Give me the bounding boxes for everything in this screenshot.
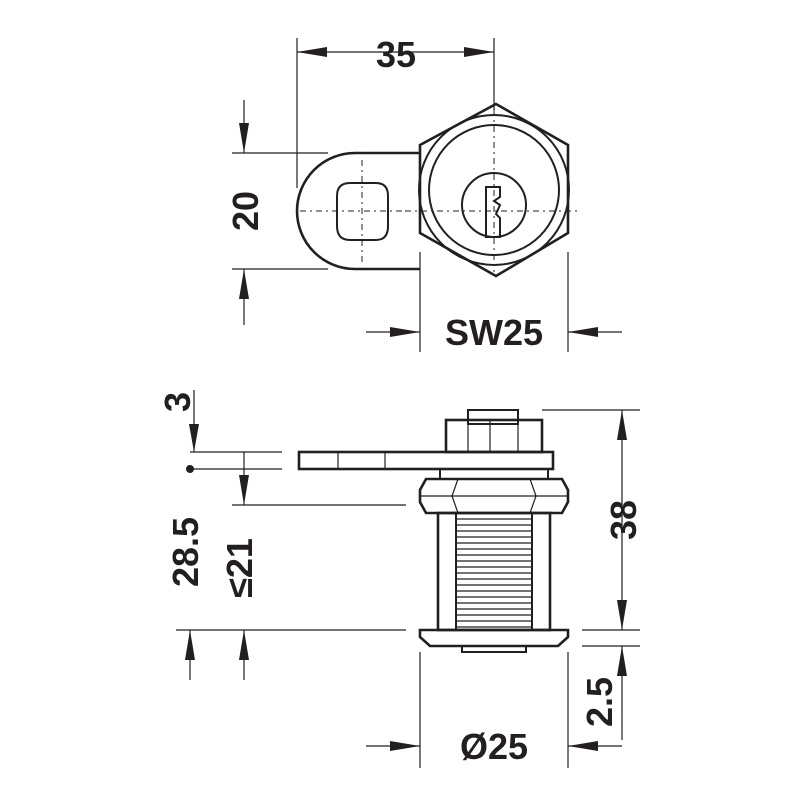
dimension-28-5: 28.5 xyxy=(165,517,406,680)
hex-nut-outline xyxy=(418,102,570,278)
dimension-3: 3 xyxy=(157,390,282,473)
bottom-collar xyxy=(418,628,570,648)
top-view xyxy=(295,102,578,278)
dimension-2-5: 2.5 xyxy=(579,645,640,740)
cam-slot xyxy=(336,182,389,241)
thread-lines xyxy=(456,518,532,628)
dimension-dia25: Ø25 xyxy=(366,652,622,768)
dimension-sw25: SW25 xyxy=(366,252,622,353)
dim-label-le21: ≤21 xyxy=(219,538,260,598)
mounting-nut xyxy=(418,477,570,515)
dim-label-3: 3 xyxy=(157,392,198,412)
dim-label-2-5: 2.5 xyxy=(579,677,620,727)
bottom-cap xyxy=(461,645,527,653)
dimension-20: 20 xyxy=(225,100,328,325)
top-knob xyxy=(467,409,519,425)
dimension-35: 35 xyxy=(296,34,495,188)
dim-label-sw25: SW25 xyxy=(445,312,543,353)
dim-label-dia25: Ø25 xyxy=(460,726,528,767)
dim-label-20: 20 xyxy=(225,191,266,231)
dimension-le21: ≤21 xyxy=(219,452,406,680)
washer xyxy=(439,468,549,480)
cam-plate-outline xyxy=(295,151,420,271)
dim-label-38: 38 xyxy=(603,500,644,540)
dim-label-35: 35 xyxy=(376,34,416,75)
dimension-38: 38 xyxy=(542,409,644,631)
dim-label-28-5: 28.5 xyxy=(165,517,206,587)
keyway xyxy=(485,186,502,238)
cam-bar xyxy=(297,450,555,471)
side-view xyxy=(297,409,570,653)
